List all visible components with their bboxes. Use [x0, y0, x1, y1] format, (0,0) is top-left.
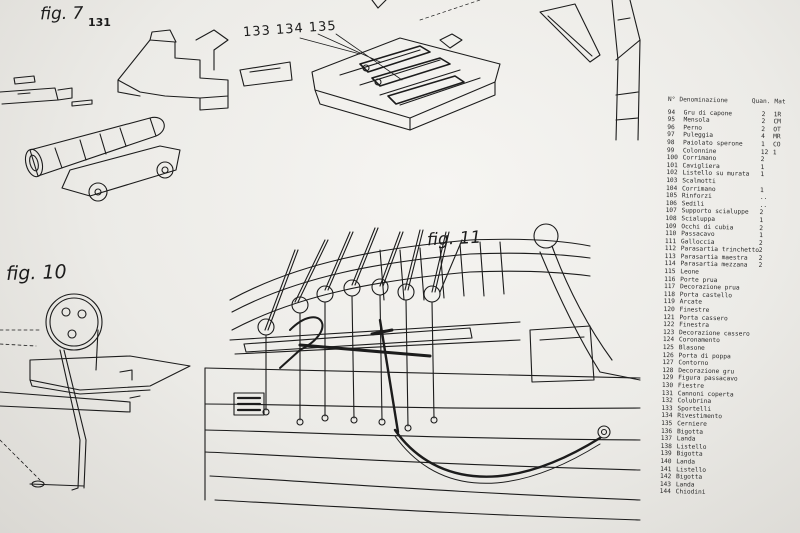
- fig7-axle-parts: [0, 75, 93, 107]
- cell-name: Chiodini: [675, 488, 706, 497]
- header-name: Denominazione: [679, 96, 728, 105]
- fig11-label: fig. 11: [426, 227, 482, 251]
- fig10-label: fig. 10: [5, 260, 67, 286]
- fig7-cannon-drawing: [24, 116, 181, 202]
- parts-list-header: N° Denominazione Quan. Mat: [668, 96, 800, 107]
- door-panel-drawing: [299, 33, 501, 131]
- cathead-drawing: [539, 0, 641, 141]
- fig11-hull-drawing: [204, 223, 641, 521]
- fig7-label: fig. 7: [39, 3, 84, 25]
- header-quantity: Quan.: [751, 97, 771, 106]
- fig10-deadeye-drawing: [0, 293, 191, 491]
- header-number: N°: [667, 96, 676, 104]
- cell-quantity: [754, 490, 766, 498]
- header-material: Mat: [774, 98, 786, 106]
- cell-material: [766, 490, 786, 498]
- dashed-line: [419, 0, 481, 21]
- fig7-part-number: 131: [88, 16, 111, 29]
- fig7-gun-carriage-drawing: [117, 29, 293, 111]
- cell-number: 144: [659, 488, 671, 496]
- top-fragment: [371, 0, 387, 9]
